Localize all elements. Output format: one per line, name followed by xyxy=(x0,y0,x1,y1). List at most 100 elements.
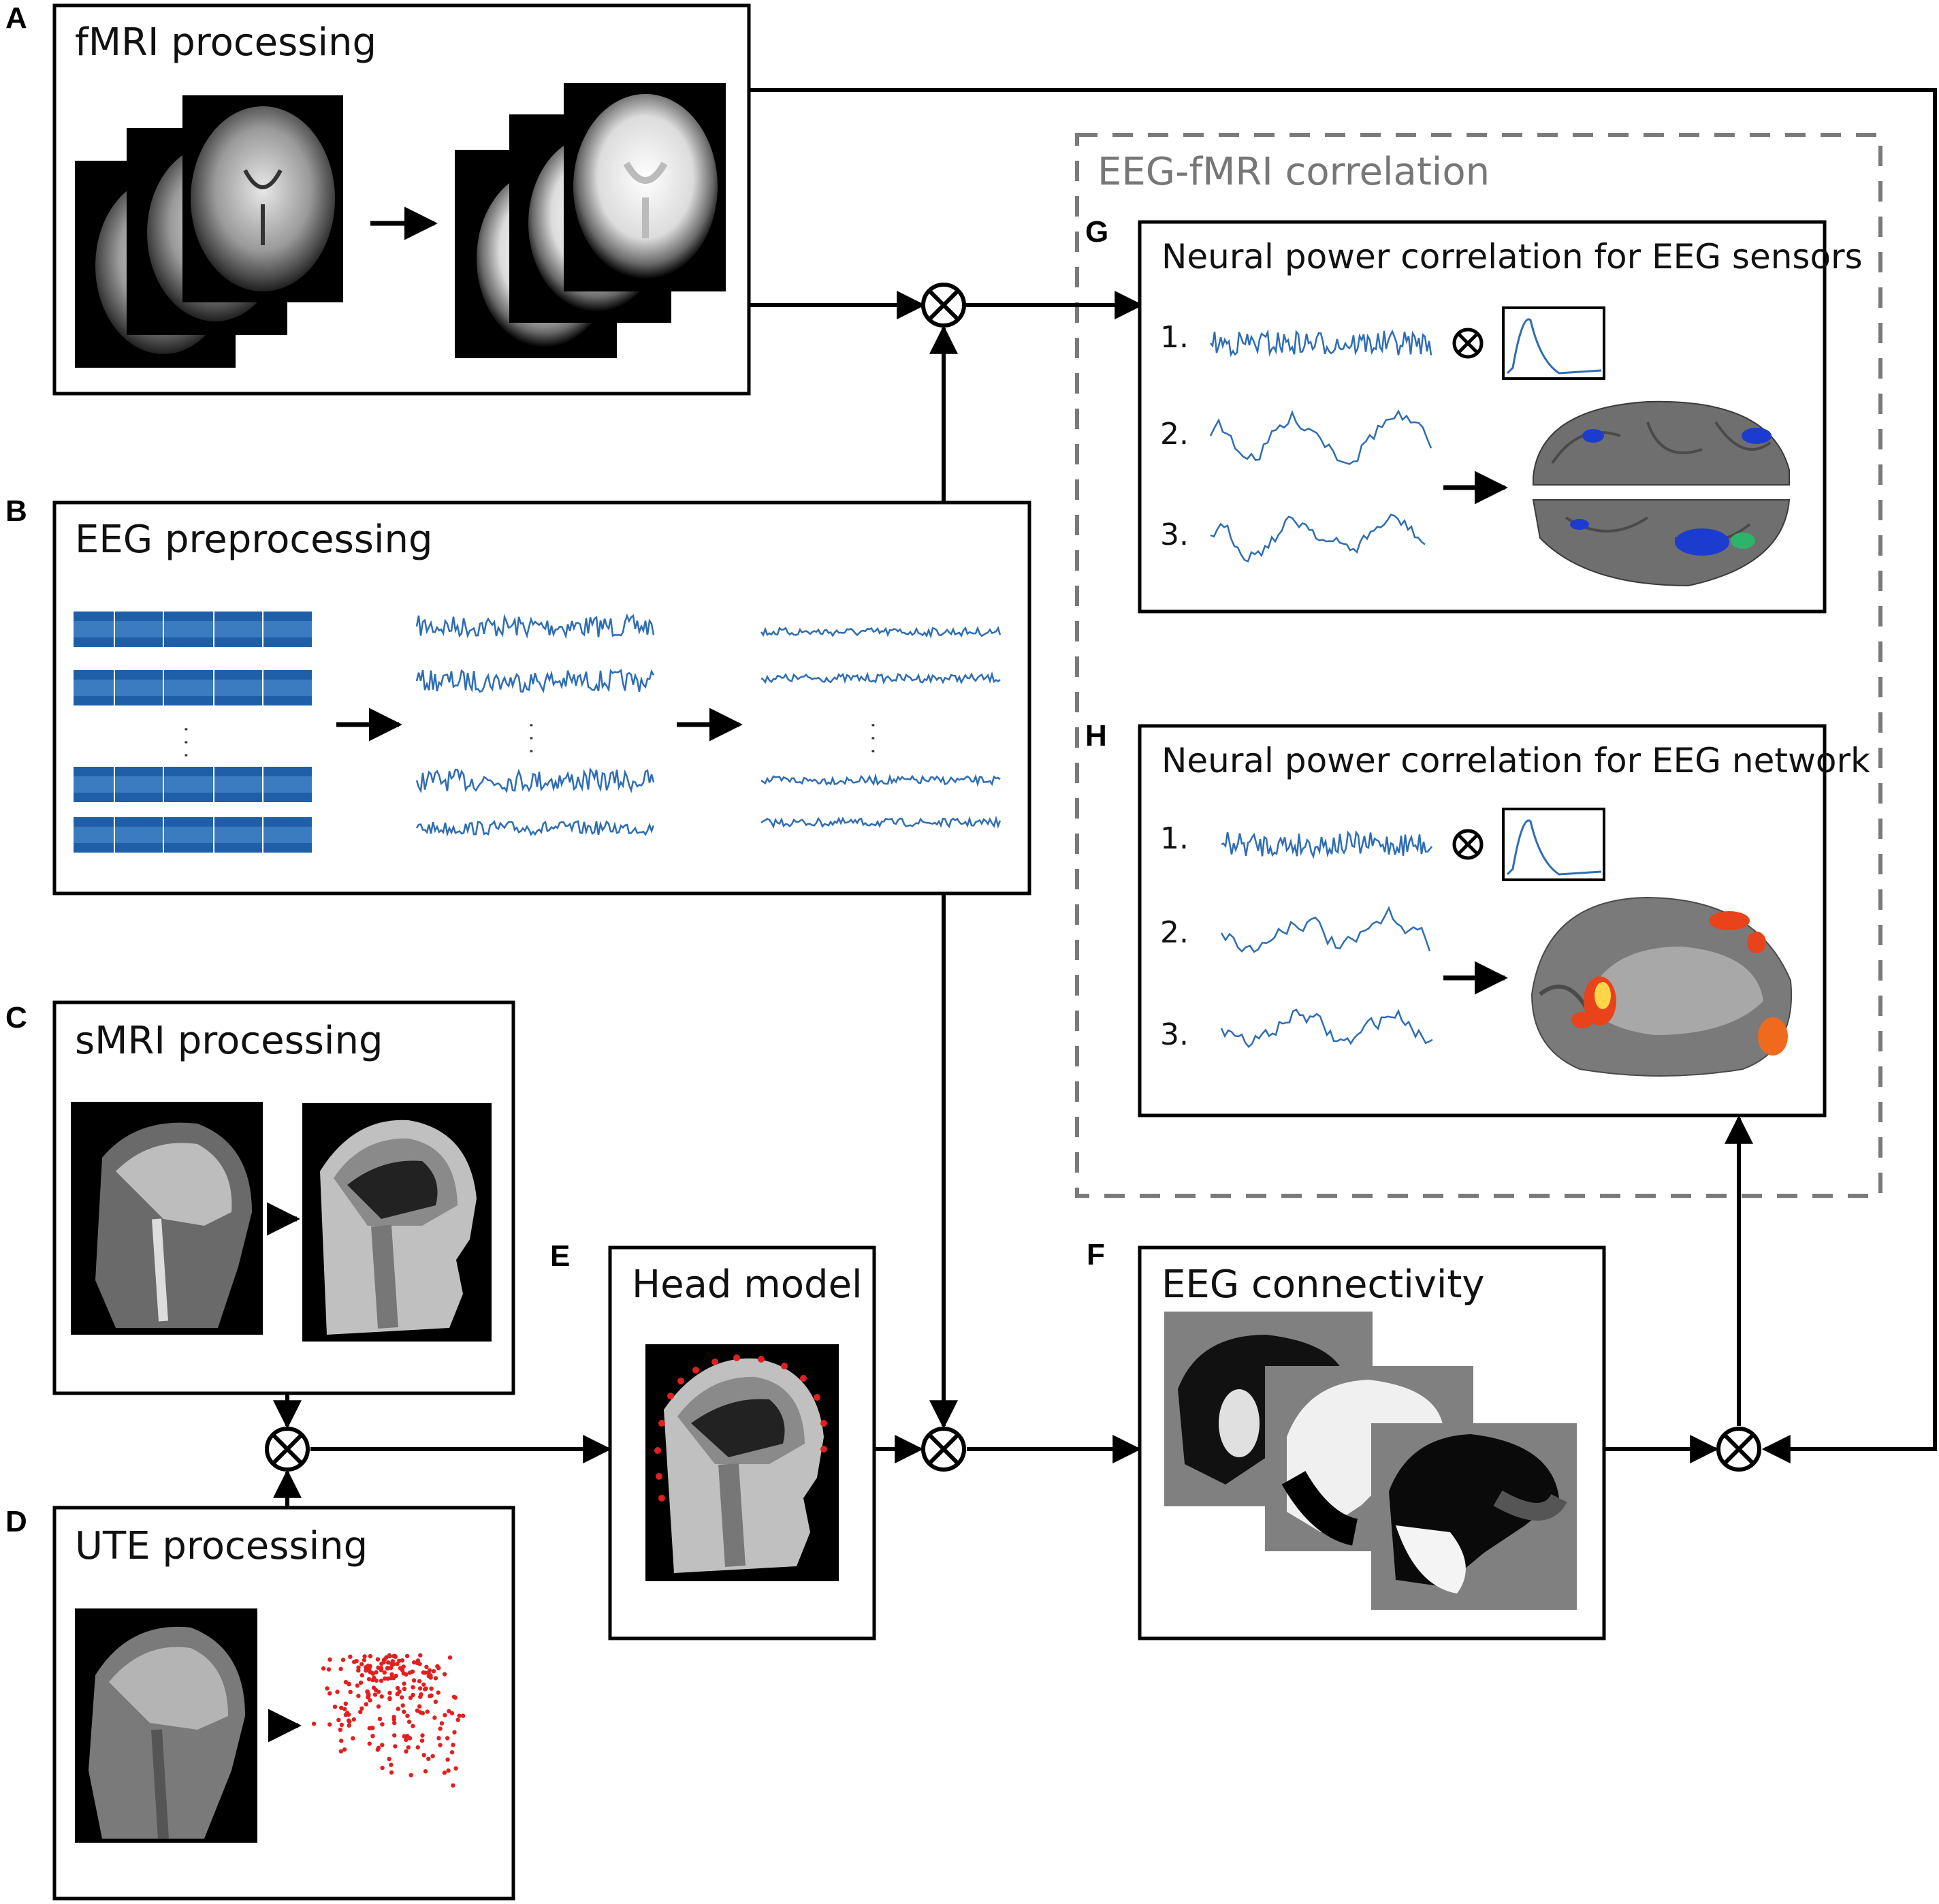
electrode-point xyxy=(442,1771,447,1775)
electrode-point xyxy=(438,1726,443,1731)
panel-a-letter: A xyxy=(5,1,27,35)
h-item-3: 3. xyxy=(1160,1017,1189,1052)
h-trace-3 xyxy=(1220,1009,1433,1048)
electrode-point xyxy=(340,1657,346,1662)
electrode-point xyxy=(423,1686,428,1691)
electrode-point xyxy=(404,1672,408,1677)
connectivity-maps xyxy=(1164,1312,1577,1610)
electrode-point xyxy=(410,1669,415,1674)
electrode-point xyxy=(406,1719,412,1724)
eeg-clean-trace xyxy=(760,671,1001,685)
electrode-point xyxy=(387,1756,391,1762)
electrode-point xyxy=(432,1715,437,1720)
electrode-point xyxy=(358,1709,363,1715)
electrode-point xyxy=(395,1685,400,1691)
electrode-point xyxy=(381,1660,386,1665)
electrode-point xyxy=(365,1689,370,1694)
electrode-point xyxy=(332,1704,338,1709)
electrode-point xyxy=(426,1756,431,1761)
electrode-point xyxy=(377,1717,383,1721)
electrode-point xyxy=(415,1745,420,1750)
electrode-point xyxy=(370,1734,375,1739)
eeg-filtered-traces xyxy=(415,613,655,838)
electrode-point xyxy=(327,1657,332,1662)
h-convolve-symbol xyxy=(1452,829,1484,860)
g-trace-1 xyxy=(1210,328,1432,358)
electrode-point xyxy=(351,1736,355,1741)
g-item-2: 2. xyxy=(1160,417,1189,451)
electrode-point xyxy=(326,1667,332,1672)
g-trace-3 xyxy=(1210,513,1426,563)
panel-b-title: EEG preprocessing xyxy=(75,518,433,562)
g-item-3: 3. xyxy=(1160,518,1189,552)
connector-lines xyxy=(273,88,1937,1508)
electrode-point xyxy=(420,1711,425,1715)
electrode-point xyxy=(390,1659,396,1664)
electrode-point xyxy=(460,1713,466,1718)
g-item-1: 1. xyxy=(1160,320,1189,355)
electrode-point xyxy=(449,1711,455,1715)
electrode-point xyxy=(393,1744,398,1749)
electrode-point xyxy=(383,1676,387,1681)
correlation-group-border xyxy=(1075,133,1882,1198)
electrode-point xyxy=(343,1713,349,1717)
electrode-point xyxy=(364,1665,368,1670)
eeg-ellipsis-2: · · · xyxy=(519,722,543,755)
electrode-point xyxy=(367,1666,372,1671)
electrode-point xyxy=(418,1694,423,1699)
electrode-point xyxy=(351,1717,356,1722)
electrode-point xyxy=(343,1680,349,1685)
electrode-point xyxy=(347,1719,352,1724)
electrode-point xyxy=(376,1665,381,1670)
electrode-point xyxy=(370,1671,376,1676)
electrode-point xyxy=(368,1698,372,1703)
eeg-clean-trace xyxy=(760,625,1001,639)
electrode-point xyxy=(457,1713,462,1718)
electrode-point xyxy=(428,1694,432,1698)
electrode-point xyxy=(402,1686,407,1692)
g-brain-top-view xyxy=(1532,400,1791,587)
fmri-smoothed-stack xyxy=(455,83,726,358)
electrode-point xyxy=(367,1741,372,1746)
electrode-point xyxy=(387,1696,392,1702)
electrode-point xyxy=(445,1736,450,1741)
electrode-point xyxy=(404,1749,408,1754)
electrode-point xyxy=(370,1677,375,1683)
electrode-point xyxy=(375,1657,381,1662)
eeg-filtered-trace xyxy=(415,820,655,838)
electrode-point xyxy=(338,1749,344,1754)
electrode-point xyxy=(366,1693,371,1698)
electrode-point xyxy=(348,1689,353,1694)
electrode-point xyxy=(362,1657,367,1663)
electrode-point xyxy=(398,1666,403,1670)
electrode-point xyxy=(327,1722,332,1727)
electrode-point xyxy=(397,1658,402,1663)
electrode-point xyxy=(373,1687,379,1692)
electrode-point xyxy=(388,1666,394,1670)
electrode-point xyxy=(421,1682,426,1687)
electrode-point xyxy=(387,1653,392,1659)
electrode-point xyxy=(411,1678,417,1683)
electrode-point xyxy=(380,1743,385,1747)
panel-e-title: Head model xyxy=(632,1263,863,1307)
h-power-traces xyxy=(1220,830,1433,1048)
electrode-point xyxy=(415,1708,420,1713)
eeg-filtered-trace xyxy=(415,613,655,639)
electrode-point xyxy=(443,1713,447,1717)
electrode-point xyxy=(356,1668,361,1673)
electrode-point xyxy=(435,1664,440,1669)
electrode-point xyxy=(321,1666,326,1671)
electrode-point xyxy=(442,1672,447,1677)
electrode-point xyxy=(376,1704,381,1709)
head-model-image xyxy=(645,1344,839,1581)
electrode-point xyxy=(391,1653,396,1659)
multiply-node-right xyxy=(1716,1427,1761,1472)
electrode-point xyxy=(335,1689,340,1694)
electrode-point xyxy=(425,1709,430,1714)
electrode-point xyxy=(355,1683,360,1688)
electrode-point xyxy=(424,1664,429,1669)
multiply-node-top xyxy=(921,283,966,328)
eeg-ellipsis-3: · · · xyxy=(861,722,884,755)
electrode-point xyxy=(429,1686,434,1691)
electrode-point xyxy=(342,1747,347,1752)
